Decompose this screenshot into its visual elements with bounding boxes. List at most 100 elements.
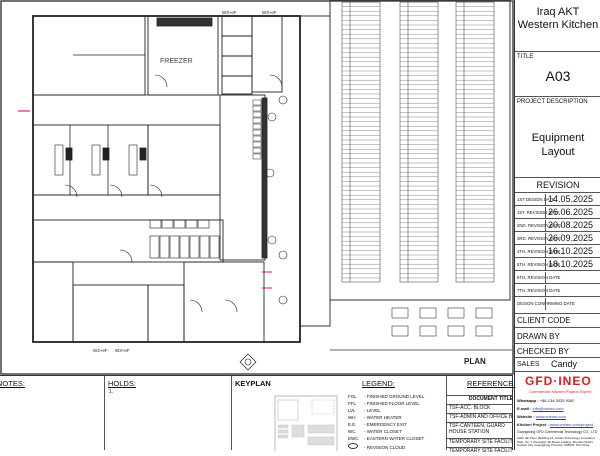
revision-date-label: 5TH. REVISION DATE: [517, 262, 561, 267]
website-link[interactable]: www.cnineo.com: [535, 414, 566, 419]
equipment: [185, 219, 198, 229]
description-label: PROJECT DESCRIPTION: [517, 99, 588, 105]
company-logo: GFD·INEO: [525, 374, 592, 388]
equipment: [252, 123, 262, 130]
prep-rooms: [32, 124, 149, 196]
revision-date-value: [545, 272, 600, 284]
office: [32, 261, 74, 343]
equipment: [169, 235, 180, 259]
sales-cell: SALES Candy: [515, 358, 600, 372]
title-value: A03: [545, 68, 571, 84]
wc-tag-4: W3+eF: [115, 348, 130, 353]
equipment-schedule-table: [329, 0, 512, 351]
reference-row: TEMPORARY SITE FACILITIES: [447, 447, 513, 454]
wc-tag-1: W3+eF: [222, 10, 237, 15]
revision-date-label: 7TH. REVISION DATE: [517, 288, 561, 293]
title-cell: TITLE A03: [515, 52, 600, 97]
prep-table: [91, 144, 101, 176]
wc-4: [221, 75, 253, 95]
revision-date-label: 4TH. REVISION DATE: [517, 249, 561, 254]
revision-date-label: 3RD. REVISION DATE: [517, 236, 561, 241]
dining-chair: [278, 250, 288, 260]
freezer-shelving: [156, 17, 213, 27]
equipment: [149, 219, 162, 229]
revision-date-label: 2ND. REVISION DATE: [517, 223, 561, 228]
equipment: [252, 99, 262, 106]
company-address: ADD: 4th Floor, Building 12, Liando Tech…: [517, 437, 595, 447]
holds-panel: HOLDS: 1.: [105, 375, 232, 450]
equipment: [189, 235, 200, 259]
sink: [65, 147, 73, 161]
wc-3: [221, 55, 253, 77]
dining-table: [419, 307, 437, 319]
description-value: Equipment Layout: [531, 132, 585, 158]
dining-chair: [278, 295, 288, 305]
keyplan-thumbnail: [274, 395, 338, 451]
door-swing: [149, 184, 163, 198]
equipment: [252, 117, 262, 124]
notes-panel: NOTES:: [0, 375, 105, 450]
prep-table: [54, 144, 64, 176]
door-swing: [154, 74, 168, 88]
revision-date-value: 26.06.2025: [545, 207, 600, 219]
dining-table: [475, 325, 493, 337]
equipment: [209, 235, 220, 259]
dining-table: [391, 325, 409, 337]
wc-1: [221, 15, 253, 37]
equipment: [179, 235, 190, 259]
door-swing: [119, 249, 133, 263]
website: Website : www.cnineo.com: [517, 414, 566, 419]
holds-label: HOLDS:: [108, 379, 136, 388]
sales-value: Candy: [551, 359, 578, 369]
dining-chair: [267, 112, 277, 122]
schedule-column: [399, 1, 439, 283]
door-swing: [189, 299, 203, 313]
revision-cloud-icon: [348, 443, 358, 449]
equipment: [161, 219, 174, 229]
project-name: Iraq AKT Western Kitchen: [515, 0, 600, 52]
schedule-column: [455, 1, 495, 283]
revision-date-value: [545, 298, 600, 310]
toilet-corridor: [251, 15, 283, 93]
email: E-mail : info@cnineo.com: [517, 406, 564, 411]
reference-row: TSF-ACC. BLOCK: [447, 404, 513, 413]
keyplan-label: KEYPLAN: [235, 379, 271, 388]
door-swing: [64, 184, 78, 198]
revision-date-label: 6TH. REVISION DATE: [517, 275, 561, 280]
keyplan-panel: KEYPLAN: [232, 375, 340, 451]
legend-item: FGL- FINISHED GROUND LEVEL: [348, 394, 425, 399]
wc-tag-2: W3+eF: [262, 10, 277, 15]
email-link[interactable]: info@cnineo.com: [532, 406, 564, 411]
dish-area: [183, 261, 265, 343]
legend-item: WH- WATER HEATER: [348, 415, 402, 420]
schedule-frame: [329, 0, 511, 301]
legend-item: - REVISION CLOUD: [348, 443, 405, 450]
reference-row: TSF-ADMIN AND OFFICE BLOCK: [447, 413, 513, 420]
whatsapp: Whatsapp : +86-134 3025 9282: [517, 398, 575, 403]
document-title-header: DOCUMENT TITLE: [447, 395, 513, 404]
client-code-label: CLIENT CODE: [517, 316, 571, 325]
reference-row: TSF-CANTEEN, GUARD HOUSE STATION: [447, 422, 513, 438]
dining-chair: [267, 235, 277, 245]
equipment: [252, 147, 262, 154]
changing-rooms: [72, 284, 149, 343]
company-name: Guangdong GFD Commercial Technology CO.,…: [517, 430, 598, 434]
revision-row: 6TH. REVISION DATE: [515, 271, 600, 284]
kitchen-project-link[interactable]: www.cnineo.com/project: [549, 422, 594, 427]
legend-item: EWC- EASTERN WATER CLOSET: [348, 436, 425, 441]
dining-chair: [278, 95, 288, 105]
checked-by-label: CHECKED BY: [517, 347, 570, 356]
sink: [102, 147, 110, 161]
revision-row: 7TH. REVISION DATE: [515, 284, 600, 297]
freezer-room: [147, 15, 219, 96]
floor-plan-drawing: FREEZER PLAN W3+eF W3+eF W3+eF W3+eF: [0, 0, 514, 375]
holds-item: 1.: [109, 389, 114, 395]
revision-date-value: 26.09.2025: [545, 233, 600, 245]
title-block: Iraq AKT Western Kitchen TITLE A03 PROJE…: [514, 0, 600, 450]
